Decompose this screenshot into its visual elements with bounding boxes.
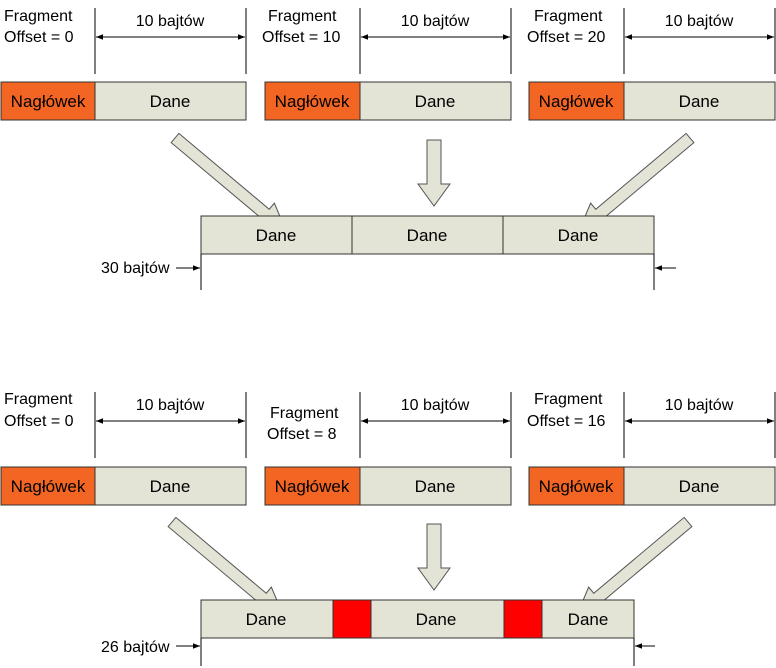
result-data-segment bbox=[502, 215, 655, 255]
header-label: Nagłówek bbox=[275, 92, 350, 111]
result-data-label: Dane bbox=[416, 610, 457, 629]
header-label: Nagłówek bbox=[11, 92, 86, 111]
top-section: Fragment Offset = 0 10 bajtów Nagłówek D… bbox=[0, 8, 776, 290]
top-reassembled-datagram: Dane Dane Dane 30 bajtów bbox=[101, 215, 676, 290]
header-block bbox=[528, 466, 625, 506]
header-block bbox=[0, 81, 96, 121]
total-size-label: 26 bajtów bbox=[101, 639, 170, 656]
fragment-size-label: 10 bajtów bbox=[136, 397, 205, 414]
data-label: Dane bbox=[150, 92, 191, 111]
result-data-segment bbox=[200, 599, 334, 639]
fragment-size-label: 10 bajtów bbox=[401, 397, 470, 414]
header-block bbox=[264, 466, 361, 506]
bottom-fragment-1: Fragment Offset = 0 10 bajtów Nagłówek D… bbox=[0, 391, 247, 506]
bottom-fragment-3: Fragment Offset = 16 10 bajtów Nagłówek … bbox=[527, 391, 776, 506]
fragment-offset-label: Fragment bbox=[534, 8, 603, 25]
fragment-size-label: 10 bajtów bbox=[665, 397, 734, 414]
fragment-offset-value: Offset = 0 bbox=[4, 413, 74, 430]
fragment-offset-label: Fragment bbox=[4, 8, 73, 25]
total-size-label: 30 bajtów bbox=[101, 260, 170, 277]
fragment-offset-label: Fragment bbox=[534, 391, 603, 408]
overlap-region bbox=[503, 599, 543, 639]
header-label: Nagłówek bbox=[11, 477, 86, 496]
data-label: Dane bbox=[679, 477, 720, 496]
top-fragment-3: Fragment Offset = 20 10 bajtów Nagłówek … bbox=[527, 8, 776, 121]
bottom-section: Fragment Offset = 0 10 bajtów Nagłówek D… bbox=[0, 391, 776, 666]
merge-arrow-center bbox=[417, 523, 451, 591]
bottom-fragment-2: Fragment Offset = 8 10 bajtów Nagłówek D… bbox=[264, 392, 512, 506]
data-label: Dane bbox=[415, 477, 456, 496]
fragment-offset-value: Offset = 10 bbox=[262, 29, 341, 46]
header-block bbox=[0, 466, 96, 506]
result-data-segment bbox=[200, 215, 353, 255]
data-block bbox=[359, 81, 512, 121]
top-fragment-2: Fragment Offset = 10 10 bajtów Nagłówek … bbox=[262, 8, 512, 121]
overlap-region bbox=[332, 599, 372, 639]
bottom-reassembled-datagram: Dane Dane Dane 26 bajtów bbox=[101, 599, 655, 666]
fragment-offset-label: Fragment bbox=[4, 391, 73, 408]
header-label: Nagłówek bbox=[275, 477, 350, 496]
header-label: Nagłówek bbox=[539, 477, 614, 496]
result-data-segment bbox=[541, 599, 635, 639]
data-block bbox=[623, 81, 776, 121]
result-data-label: Dane bbox=[256, 226, 297, 245]
header-block bbox=[528, 81, 625, 121]
data-block bbox=[94, 81, 247, 121]
fragment-offset-value: Offset = 0 bbox=[4, 29, 74, 46]
result-data-label: Dane bbox=[407, 226, 448, 245]
result-data-label: Dane bbox=[558, 226, 599, 245]
fragment-size-label: 10 bajtów bbox=[401, 13, 470, 30]
fragment-offset-label: Fragment bbox=[268, 8, 337, 25]
data-label: Dane bbox=[415, 92, 456, 111]
data-block bbox=[623, 466, 776, 506]
result-data-label: Dane bbox=[246, 610, 287, 629]
data-block bbox=[94, 466, 247, 506]
fragment-offset-value: Offset = 20 bbox=[527, 29, 606, 46]
fragment-offset-value: Offset = 16 bbox=[527, 413, 606, 430]
result-data-label: Dane bbox=[568, 610, 609, 629]
fragment-size-label: 10 bajtów bbox=[136, 13, 205, 30]
fragment-offset-label: Fragment bbox=[270, 405, 339, 422]
top-fragment-1: Fragment Offset = 0 10 bajtów Nagłówek D… bbox=[0, 8, 247, 121]
data-label: Dane bbox=[150, 477, 191, 496]
merge-arrow-center bbox=[417, 139, 451, 207]
fragment-offset-value: Offset = 8 bbox=[267, 426, 337, 443]
fragment-size-label: 10 bajtów bbox=[665, 13, 734, 30]
data-block bbox=[359, 466, 512, 506]
data-label: Dane bbox=[679, 92, 720, 111]
header-label: Nagłówek bbox=[539, 92, 614, 111]
